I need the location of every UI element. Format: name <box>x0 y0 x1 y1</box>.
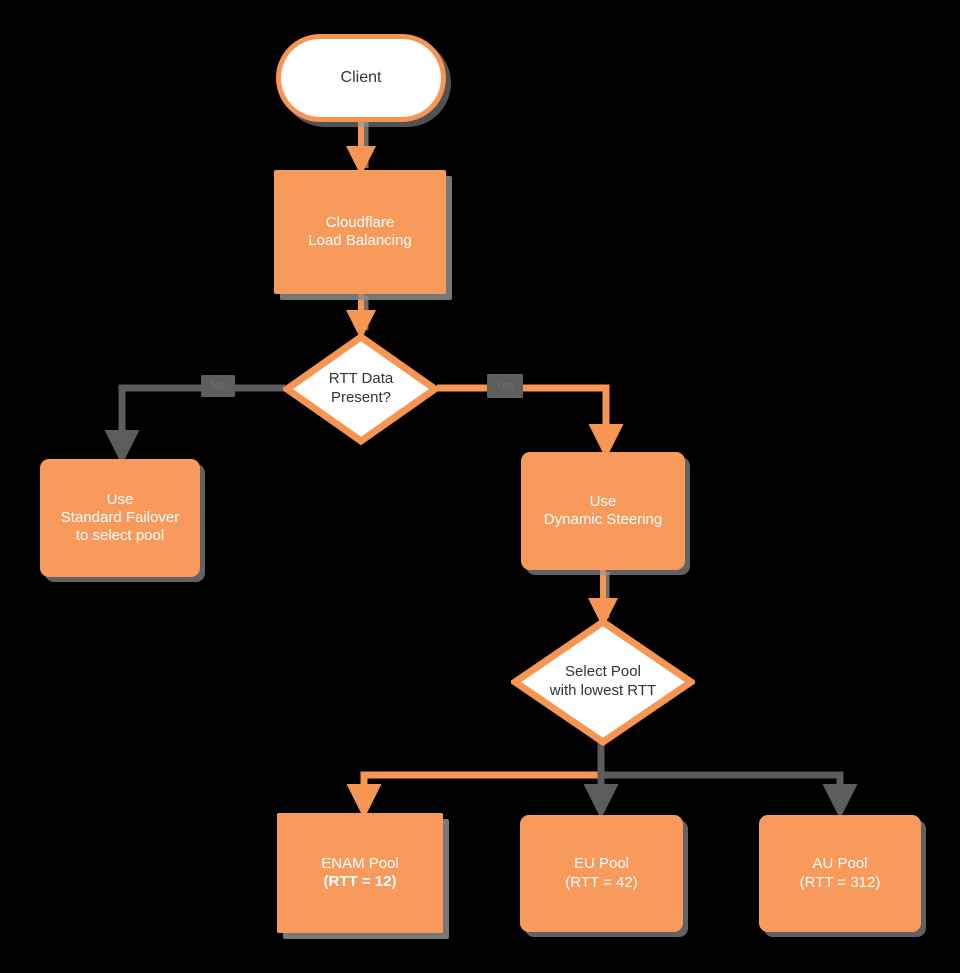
edge-select-to-au <box>601 771 858 819</box>
node-au-pool-rtt-label: (RTT = 312) <box>799 873 881 891</box>
node-eu-pool[interactable]: EU Pool (RTT = 42) <box>520 815 683 932</box>
node-load-balancing[interactable]: Cloudflare Load Balancing <box>274 170 446 294</box>
node-standard-failover-label: Use Standard Failover to select pool <box>60 490 180 545</box>
rtt-decision-diamond-shape <box>283 333 439 445</box>
node-dynamic-steering-label: Use Dynamic Steering <box>543 492 663 528</box>
node-rtt-decision[interactable]: RTT Data Present? <box>283 333 439 445</box>
node-select-pool-label: Select Pool with lowest RTT <box>549 663 657 699</box>
edge-label-yes: Yes <box>487 374 523 398</box>
edge-label-no: No <box>201 375 235 397</box>
node-enam-pool-rtt-label: (RTT = 12) <box>323 873 397 890</box>
node-client-label: Client <box>340 69 382 87</box>
select-pool-diamond-shape <box>511 618 695 746</box>
node-enam-pool-region-label: ENAM Pool <box>321 854 399 872</box>
node-au-pool[interactable]: AU Pool (RTT = 312) <box>759 815 921 932</box>
node-au-pool-region-label: AU Pool <box>812 855 868 873</box>
node-client[interactable]: Client <box>276 34 446 122</box>
edge-select-to-enam <box>346 742 605 819</box>
edge-rtt-no <box>104 384 285 465</box>
node-select-pool[interactable]: Select Pool with lowest RTT <box>511 618 695 746</box>
node-enam-pool[interactable]: ENAM Pool (RTT = 12) <box>277 813 443 933</box>
node-rtt-decision-label: RTT Data Present? <box>328 370 394 406</box>
node-dynamic-steering[interactable]: Use Dynamic Steering <box>521 452 685 570</box>
node-eu-pool-rtt-label: (RTT = 42) <box>565 873 638 891</box>
node-standard-failover[interactable]: Use Standard Failover to select pool <box>40 459 200 577</box>
node-eu-pool-region-label: EU Pool <box>573 855 630 873</box>
node-load-balancing-label: Cloudflare Load Balancing <box>308 213 412 249</box>
